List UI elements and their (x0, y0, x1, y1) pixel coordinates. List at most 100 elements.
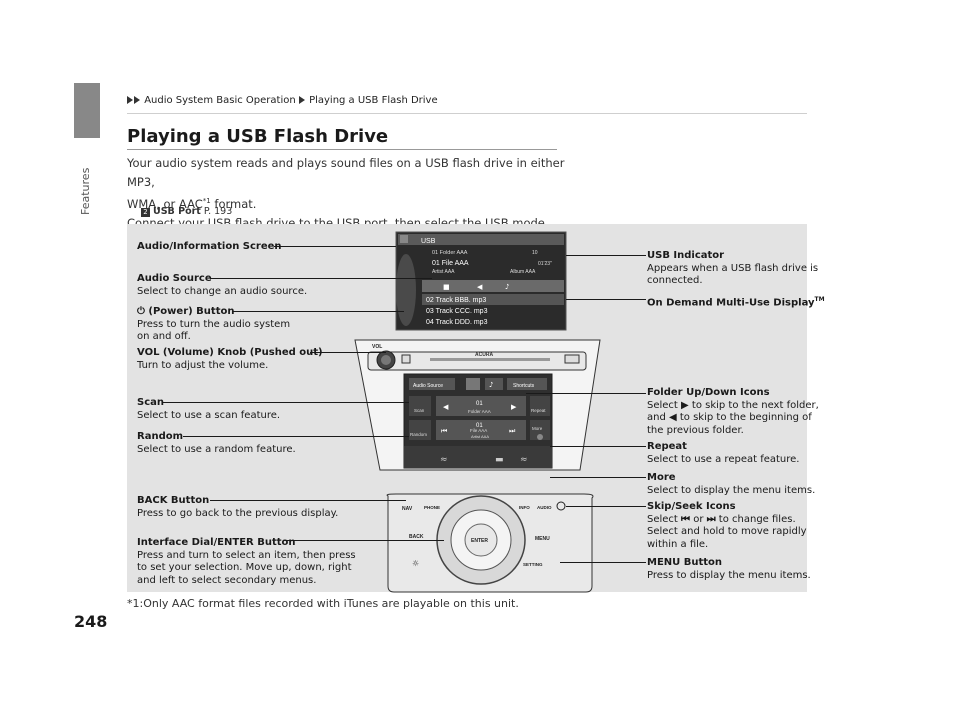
screen-left-arrow-icon: ◀ (477, 283, 483, 291)
page-title: Playing a USB Flash Drive (127, 126, 389, 147)
console-file-num: 01 (476, 423, 483, 429)
screen-source-label: USB (421, 238, 436, 245)
callout-folder-line1: Select ▶ to skip to the next folder, (647, 400, 819, 413)
reference-label[interactable]: USB Port (153, 206, 201, 217)
info-label[interactable]: INFO (519, 505, 530, 510)
leader-skip (566, 506, 646, 507)
callout-skip-desc2: Select and hold to move rapidly (647, 526, 807, 537)
right-arrow-icon: ▶ (681, 399, 689, 411)
skip-forward-icon[interactable]: ⏭ (509, 427, 516, 435)
leader-power (232, 311, 404, 312)
callout-usb-title: USB Indicator (647, 250, 725, 261)
console-artist: Artist AAA (471, 434, 489, 439)
car-icon[interactable]: ▬ (495, 455, 504, 465)
phone-label[interactable]: PHONE (424, 505, 440, 510)
callout-odmd-heading: On Demand Multi-Use DisplayTM (647, 294, 825, 310)
audio-label[interactable]: AUDIO (537, 505, 552, 510)
scan-label: Scan (414, 408, 425, 413)
console-file-name: File AAA (470, 428, 487, 433)
callout-folder: Folder Up/Down Icons Select ▶ to skip to… (647, 387, 819, 437)
screen-volume: 10 (532, 250, 538, 256)
callout-more-title: More (647, 472, 676, 483)
reference-page[interactable]: P. 193 (203, 206, 233, 217)
callout-menu: MENU Button Press to display the menu it… (647, 557, 811, 582)
callout-usb: USB Indicator Appears when a USB flash d… (647, 250, 818, 288)
brightness-icon[interactable]: ☼ (412, 559, 419, 568)
eject-button[interactable] (564, 354, 580, 364)
breadcrumb-level1[interactable]: Audio System Basic Operation (144, 95, 296, 106)
callout-back-desc: Press to go back to the previous display… (137, 507, 339, 519)
screen-note-icon: ♪ (505, 283, 509, 291)
callout-skip-desc1mid: or (690, 513, 707, 525)
repeat-button[interactable] (530, 396, 550, 416)
brand-logo: ACURA (475, 352, 493, 358)
leader-audio-source (210, 278, 432, 279)
note-tab[interactable] (485, 378, 503, 390)
more-label: More (532, 426, 543, 431)
menu-label[interactable]: MENU (535, 536, 550, 542)
leader-more (550, 477, 646, 478)
screen-artist: Artist AAA (432, 269, 455, 275)
screen-album: Album AAA (510, 269, 536, 275)
repeat-label: Repeat (531, 408, 546, 413)
callout-skip-line1: Select ⏮ or ⏭ to change files. (647, 514, 807, 527)
audio-source-button[interactable] (409, 378, 455, 390)
callout-back: BACK Button Press to go back to the prev… (137, 495, 338, 520)
leader-menu (560, 562, 646, 563)
callout-power-desc1: Press to turn the audio system (137, 318, 291, 330)
vol-label: VOL (372, 344, 382, 350)
section-tab (74, 83, 100, 138)
leader-vol (310, 352, 386, 353)
leader-back (210, 500, 406, 501)
callout-more-desc: Select to display the menu items. (647, 484, 816, 496)
breadcrumb-level2[interactable]: Playing a USB Flash Drive (309, 95, 438, 106)
leader-repeat (550, 446, 646, 447)
callout-skip-desc1a: Select (647, 513, 682, 525)
callout-dial-title: Interface Dial/ENTER Button (137, 537, 296, 548)
shortcuts-button[interactable] (507, 378, 547, 390)
skip-back-icon[interactable]: ⏮ (441, 427, 447, 435)
callout-audio-source-title: Audio Source (137, 273, 212, 284)
callout-vol-title: VOL (Volume) Knob (Pushed out) (137, 347, 323, 358)
console-folder-num: 01 (476, 401, 483, 407)
usb-icon (466, 378, 480, 390)
seat-heater-right-icon[interactable]: ≈ (520, 455, 528, 465)
setting-label[interactable]: SETTING (523, 562, 543, 567)
callout-folder-desc2b: to skip to the beginning of (676, 412, 812, 423)
callout-menu-title: MENU Button (647, 557, 723, 568)
callout-repeat-desc: Select to use a repeat feature. (647, 453, 800, 465)
callout-scan: Scan Select to use a scan feature. (137, 397, 280, 422)
screen-file: 01 File AAA (432, 260, 469, 267)
scan-button[interactable] (409, 396, 431, 416)
skip-forward-icon: ⏭ (706, 513, 716, 525)
console-folder-name: Folder AAA (468, 409, 491, 414)
callout-folder-desc1a: Select (647, 399, 682, 411)
title-underline (127, 149, 557, 150)
callout-skip-desc1b: to change files. (715, 513, 796, 525)
callout-vol: VOL (Volume) Knob (Pushed out) Turn to a… (137, 347, 323, 372)
screen-track-2: 03 Track CCC. mp3 (426, 308, 488, 315)
callout-folder-desc3: the previous folder. (647, 424, 744, 436)
callout-power-title: (Power) Button (148, 306, 235, 317)
nav-label[interactable]: NAV (402, 506, 413, 512)
callout-skip: Skip/Seek Icons Select ⏮ or ⏭ to change … (647, 501, 807, 551)
screen-time: 01'23" (538, 261, 552, 267)
callout-audio-screen-title: Audio/Information Screen (137, 241, 282, 252)
leader-audio-screen (274, 246, 396, 247)
power-button[interactable] (401, 354, 411, 364)
folder-down-icon[interactable]: ◀ (443, 403, 449, 411)
climate-strip (404, 446, 552, 468)
more-button[interactable] (530, 420, 550, 440)
seat-heater-icon[interactable]: ≈ (440, 455, 448, 465)
intro-line1: Your audio system reads and plays sound … (127, 156, 565, 189)
callout-audio-source: Audio Source Select to change an audio s… (137, 273, 307, 298)
back-label[interactable]: BACK (409, 534, 424, 540)
folder-up-icon[interactable]: ▶ (511, 403, 517, 411)
random-button[interactable] (409, 420, 431, 440)
enter-button[interactable] (464, 523, 498, 557)
callout-audio-screen: Audio/Information Screen (137, 241, 282, 254)
breadcrumb-arrow-icon (298, 96, 305, 104)
voice-icon[interactable] (556, 501, 566, 511)
